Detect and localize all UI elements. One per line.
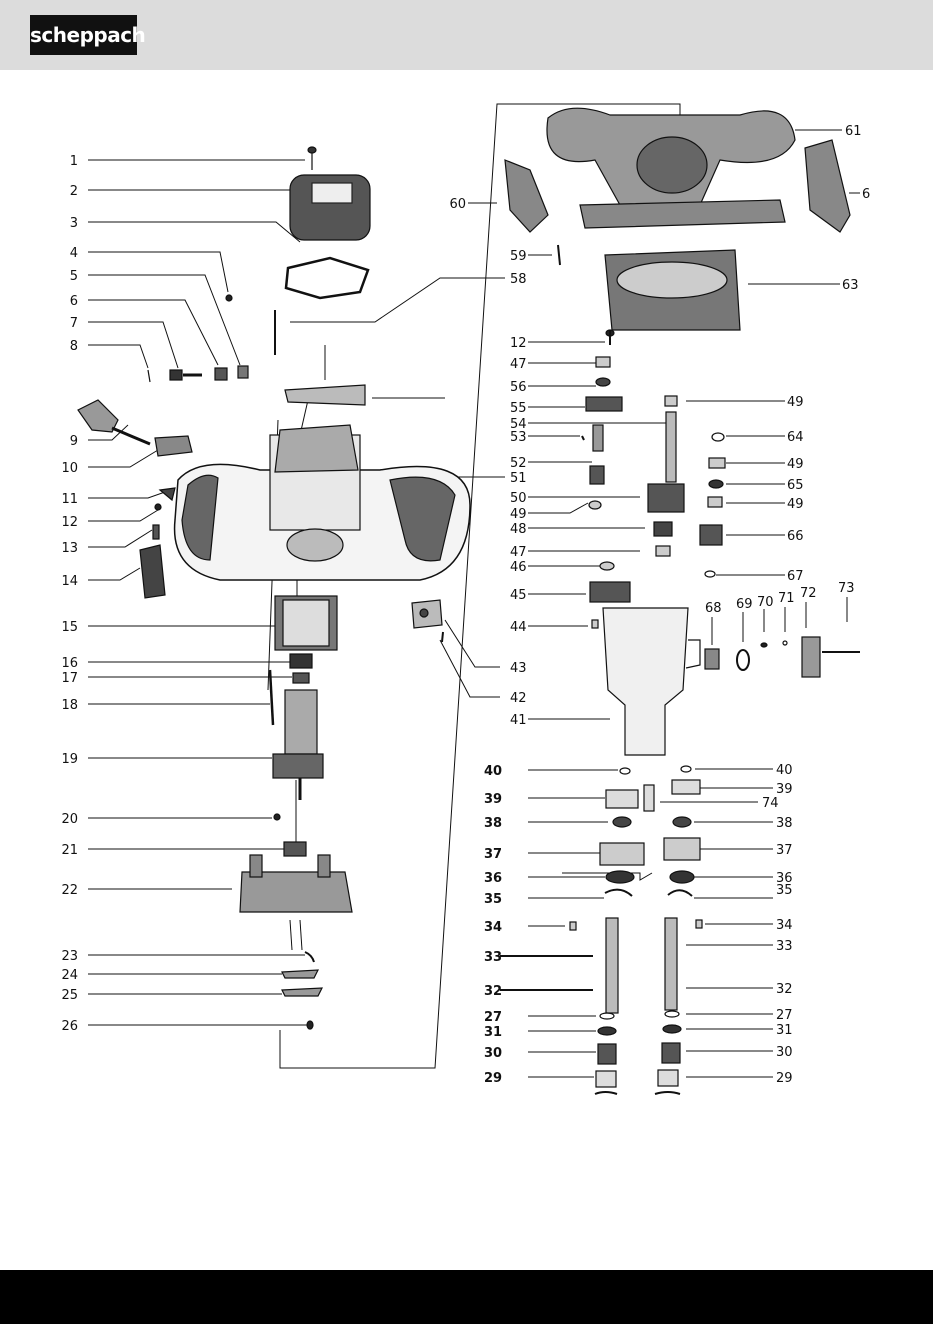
part-label-35: 35 <box>776 883 793 898</box>
part-label-34: 34 <box>484 920 502 935</box>
exploded-parts-diagram: 1 2 3 4 5 6 7 8 9 10 11 12 13 14 15 16 1… <box>0 70 933 1270</box>
part-label-16: 16 <box>61 656 78 671</box>
part-label-49: 49 <box>787 457 804 472</box>
part-label-21: 21 <box>61 843 78 858</box>
part-label-74: 74 <box>762 796 779 811</box>
part-label-63: 63 <box>842 278 859 293</box>
part-label-49: 49 <box>787 395 804 410</box>
part-label-40: 40 <box>484 764 502 779</box>
part-label-59: 59 <box>510 249 527 264</box>
part-label-3: 3 <box>70 216 78 231</box>
part-label-41: 41 <box>510 713 527 728</box>
part-label-25: 25 <box>61 988 78 1003</box>
scheppach-logo: scheppach <box>30 15 137 55</box>
part-label-49: 49 <box>787 497 804 512</box>
part-label-7: 7 <box>70 316 78 331</box>
part-label-19: 19 <box>61 752 78 767</box>
part-label-71: 71 <box>778 591 795 606</box>
part-label-38: 38 <box>484 816 502 831</box>
part-label-32: 32 <box>484 984 502 999</box>
part-label-61: 61 <box>845 124 862 139</box>
part-label-36: 36 <box>484 871 502 886</box>
part-label-12: 12 <box>61 515 78 530</box>
part-label-29: 29 <box>484 1071 502 1086</box>
part-label-22: 22 <box>61 883 78 898</box>
part-label-11: 11 <box>61 492 78 507</box>
part-label-35: 35 <box>484 892 502 907</box>
part-label-8: 8 <box>70 339 78 354</box>
part-label-52: 52 <box>510 456 527 471</box>
page-header: scheppach <box>0 0 933 70</box>
part-label-18: 18 <box>61 698 78 713</box>
part-label-10: 10 <box>61 461 78 476</box>
part-label-31: 31 <box>776 1023 793 1038</box>
part-label-45: 45 <box>510 588 527 603</box>
part-label-34: 34 <box>776 918 793 933</box>
part-label-27: 27 <box>484 1010 502 1025</box>
part-label-37: 37 <box>484 847 502 862</box>
part-label-70: 70 <box>757 595 774 610</box>
part-label-68: 68 <box>705 601 722 616</box>
part-label-9: 9 <box>70 434 78 449</box>
part-label-60: 60 <box>449 197 466 212</box>
part-label-44: 44 <box>510 620 527 635</box>
part-label-69: 69 <box>736 597 753 612</box>
part-label-67: 67 <box>787 569 804 584</box>
part-label-29: 29 <box>776 1071 793 1086</box>
part-label-47: 47 <box>510 545 527 560</box>
part-label-38: 38 <box>776 816 793 831</box>
part-label-40: 40 <box>776 763 793 778</box>
part-label-31: 31 <box>484 1025 502 1040</box>
part-label-72: 72 <box>800 586 817 601</box>
part-label-33: 33 <box>484 950 502 965</box>
part-label-49: 49 <box>510 507 527 522</box>
motor-parts <box>78 147 470 1029</box>
part-label-6: 6 <box>862 187 870 202</box>
part-label-73: 73 <box>838 581 855 596</box>
part-label-37: 37 <box>776 843 793 858</box>
part-label-23: 23 <box>61 949 78 964</box>
part-label-47: 47 <box>510 357 527 372</box>
part-label-55: 55 <box>510 401 527 416</box>
part-label-65: 65 <box>787 478 804 493</box>
part-label-17: 17 <box>61 671 78 686</box>
part-label-30: 30 <box>484 1046 502 1061</box>
part-label-64: 64 <box>787 430 804 445</box>
part-label-27: 27 <box>776 1008 793 1023</box>
part-label-12: 12 <box>510 336 527 351</box>
part-number-labels: 1 2 3 4 5 6 7 8 9 10 11 12 13 14 15 16 1… <box>61 124 870 1086</box>
part-label-39: 39 <box>776 782 793 797</box>
part-label-43: 43 <box>510 661 527 676</box>
part-label-58: 58 <box>510 272 527 287</box>
part-label-14: 14 <box>61 574 78 589</box>
part-label-1: 1 <box>70 154 78 169</box>
part-label-32: 32 <box>776 982 793 997</box>
part-label-50: 50 <box>510 491 527 506</box>
part-label-53: 53 <box>510 430 527 445</box>
part-label-42: 42 <box>510 691 527 706</box>
part-label-39: 39 <box>484 792 502 807</box>
part-label-15: 15 <box>61 620 78 635</box>
part-label-24: 24 <box>61 968 78 983</box>
part-label-33: 33 <box>776 939 793 954</box>
part-label-26: 26 <box>61 1019 78 1034</box>
part-label-30: 30 <box>776 1045 793 1060</box>
part-label-20: 20 <box>61 812 78 827</box>
part-label-56: 56 <box>510 380 527 395</box>
page-footer <box>0 1270 933 1324</box>
part-label-2: 2 <box>70 184 78 199</box>
part-label-51: 51 <box>510 471 527 486</box>
part-label-6: 6 <box>70 294 78 309</box>
part-label-66: 66 <box>787 529 804 544</box>
part-label-13: 13 <box>61 541 78 556</box>
part-label-46: 46 <box>510 560 527 575</box>
part-label-4: 4 <box>70 246 78 261</box>
gearbox-parts <box>505 108 860 1094</box>
part-label-5: 5 <box>70 269 78 284</box>
part-label-48: 48 <box>510 522 527 537</box>
